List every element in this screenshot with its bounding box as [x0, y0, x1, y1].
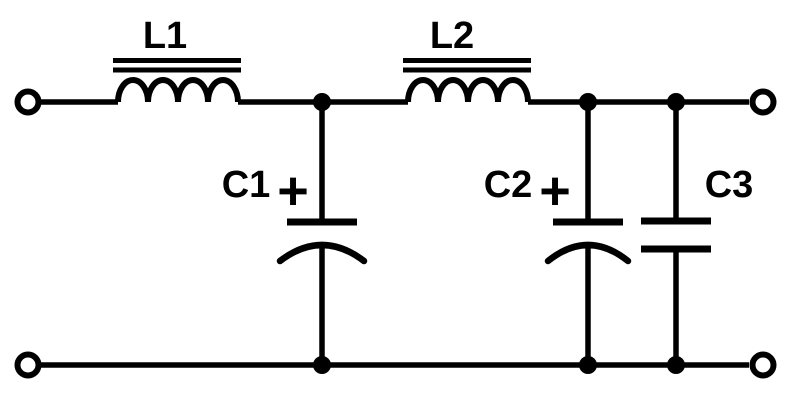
capacitor-c1-label: C1: [222, 164, 271, 206]
junction-dots: [313, 93, 685, 374]
output-terminal-bottom: [749, 351, 777, 379]
inductor-l1-label: L1: [143, 15, 187, 57]
inductor-l2-label: L2: [430, 15, 474, 57]
input-terminal-top: [14, 88, 42, 116]
inductor-l1-coil: [115, 77, 241, 103]
junction-dot-c2-top: [579, 93, 597, 111]
inductor-l2: L2: [403, 15, 531, 103]
output-terminal-top: [749, 88, 777, 116]
capacitor-c3-label: C3: [705, 164, 754, 206]
junction-dot-c3-top: [667, 93, 685, 111]
capacitor-c1: C1 +: [222, 102, 368, 365]
inductor-l1: L1: [113, 15, 241, 103]
input-terminal-bottom: [14, 351, 42, 379]
capacitor-c1-polarity-plus-icon: +: [277, 161, 309, 221]
junction-dot-c1-top: [313, 93, 331, 111]
wires: [41, 99, 749, 368]
terminals: [14, 88, 777, 379]
junction-dot-c2-bottom: [579, 356, 597, 374]
capacitor-c2: C2 +: [484, 102, 632, 365]
junction-dot-c3-bottom: [667, 356, 685, 374]
inductor-l2-coil: [405, 77, 531, 103]
capacitor-c3: C3: [641, 102, 753, 365]
junction-dot-c1-bottom: [313, 356, 331, 374]
capacitor-c1-plate-curved: [276, 241, 368, 265]
capacitor-c2-polarity-plus-icon: +: [539, 161, 571, 221]
capacitor-c2-label: C2: [484, 164, 533, 206]
capacitor-c2-plate-curved: [544, 241, 632, 265]
